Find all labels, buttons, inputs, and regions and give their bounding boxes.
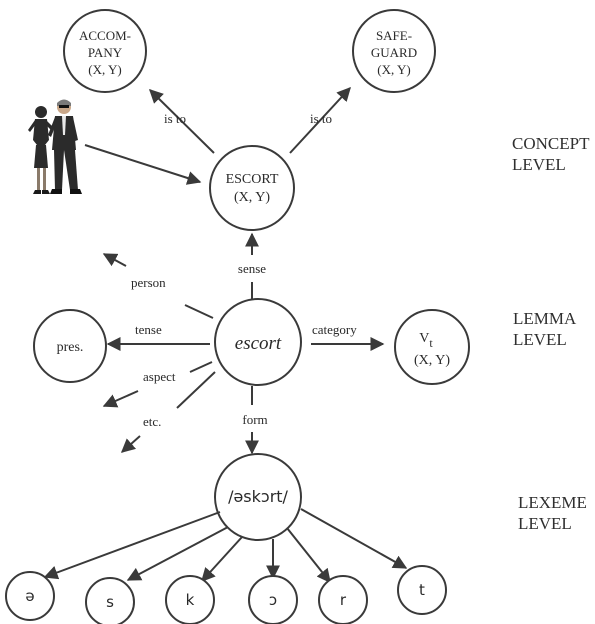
woman-figure: [28, 106, 54, 194]
node-accompany-line2: PANY: [88, 45, 123, 60]
phoneme-node-3: ɔ: [248, 575, 298, 624]
edge-aspect: [189, 361, 213, 373]
node-safeguard-line3: (X, Y): [377, 62, 410, 77]
edge-phoneme-0: [43, 511, 221, 580]
node-escort-concept: ESCORT (X, Y): [209, 145, 295, 231]
phoneme-node-2: k: [165, 575, 215, 624]
phoneme-label-4: r: [340, 591, 347, 609]
level-label-lemma-line2: LEVEL: [513, 330, 567, 349]
node-pres: pres.: [33, 309, 107, 383]
node-lexeme-word-label: /əskɔrt/: [228, 487, 288, 506]
level-label-lemma-line1: LEMMA: [513, 309, 577, 328]
edge-label-form: form: [242, 412, 267, 427]
edge-label-etc: etc.: [143, 414, 161, 429]
edge-label-is-to-left: is to: [164, 111, 186, 126]
man-figure: [48, 99, 82, 194]
edge-phoneme-5: [300, 508, 408, 569]
edge-person: [184, 304, 214, 319]
level-label-concept-line2: LEVEL: [512, 155, 566, 174]
node-vt-letter: V: [419, 331, 429, 346]
node-escort-lemma-label: escort: [235, 333, 282, 354]
level-label-lexeme-line1: LEXEME: [518, 493, 587, 512]
phoneme-node-4: r: [318, 575, 368, 624]
phoneme-node-1: s: [85, 577, 135, 624]
node-safeguard-line1: SAFE-: [376, 28, 412, 43]
node-accompany: ACCOM- PANY (X, Y): [63, 9, 147, 93]
edge-aspect-arrow: [102, 390, 139, 408]
couple-illustration: [28, 99, 82, 194]
edge-label-person: person: [131, 275, 166, 290]
node-safeguard-line2: GUARD: [371, 45, 417, 60]
edge-label-tense: tense: [135, 322, 162, 337]
phoneme-label-0: ə: [25, 587, 34, 605]
phoneme-label-5: t: [419, 581, 425, 599]
edge-etc-arrow: [120, 435, 141, 453]
edge-image-to-escort: [84, 144, 202, 185]
phoneme-label-2: k: [186, 591, 195, 609]
level-label-lexeme-line2: LEVEL: [518, 514, 572, 533]
node-escort-concept-line1: ESCORT: [226, 172, 279, 187]
edge-escort-to-safeguard: [289, 86, 351, 154]
level-label-concept-line1: CONCEPT: [512, 134, 590, 153]
edge-phoneme-2: [201, 536, 243, 583]
level-label-concept: CONCEPT LEVEL: [512, 134, 590, 174]
level-label-lexeme: LEXEME LEVEL: [518, 493, 587, 533]
node-vt-args: (X, Y): [414, 353, 450, 368]
edge-label-sense: sense: [238, 261, 266, 276]
node-pres-label: pres.: [57, 340, 84, 355]
edge-escort-to-accompany: [149, 89, 215, 154]
phoneme-node-5: t: [397, 565, 447, 615]
node-vt: Vt (X, Y): [394, 309, 470, 385]
node-vt-subscript: t: [429, 336, 433, 350]
node-vt-main: Vt: [419, 331, 433, 350]
edge-label-aspect: aspect: [143, 369, 176, 384]
level-label-lemma: LEMMA LEVEL: [513, 309, 577, 349]
node-lexeme-word: /əskɔrt/: [214, 453, 302, 541]
edge-phoneme-4: [286, 527, 331, 584]
node-accompany-line3: (X, Y): [88, 62, 121, 77]
edge-label-is-to-right: is to: [310, 111, 332, 126]
phoneme-node-0: ə: [5, 571, 55, 621]
node-escort-lemma: escort: [214, 298, 302, 386]
phoneme-label-1: s: [106, 593, 114, 611]
edge-label-category: category: [312, 322, 357, 337]
node-safeguard: SAFE- GUARD (X, Y): [352, 9, 436, 93]
node-accompany-line1: ACCOM-: [79, 28, 131, 43]
edge-person-arrow: [102, 253, 127, 267]
phoneme-label-3: ɔ: [269, 591, 277, 609]
edge-etc: [176, 371, 216, 409]
edge-phoneme-1: [126, 526, 229, 581]
node-escort-concept-line2: (X, Y): [234, 190, 270, 205]
